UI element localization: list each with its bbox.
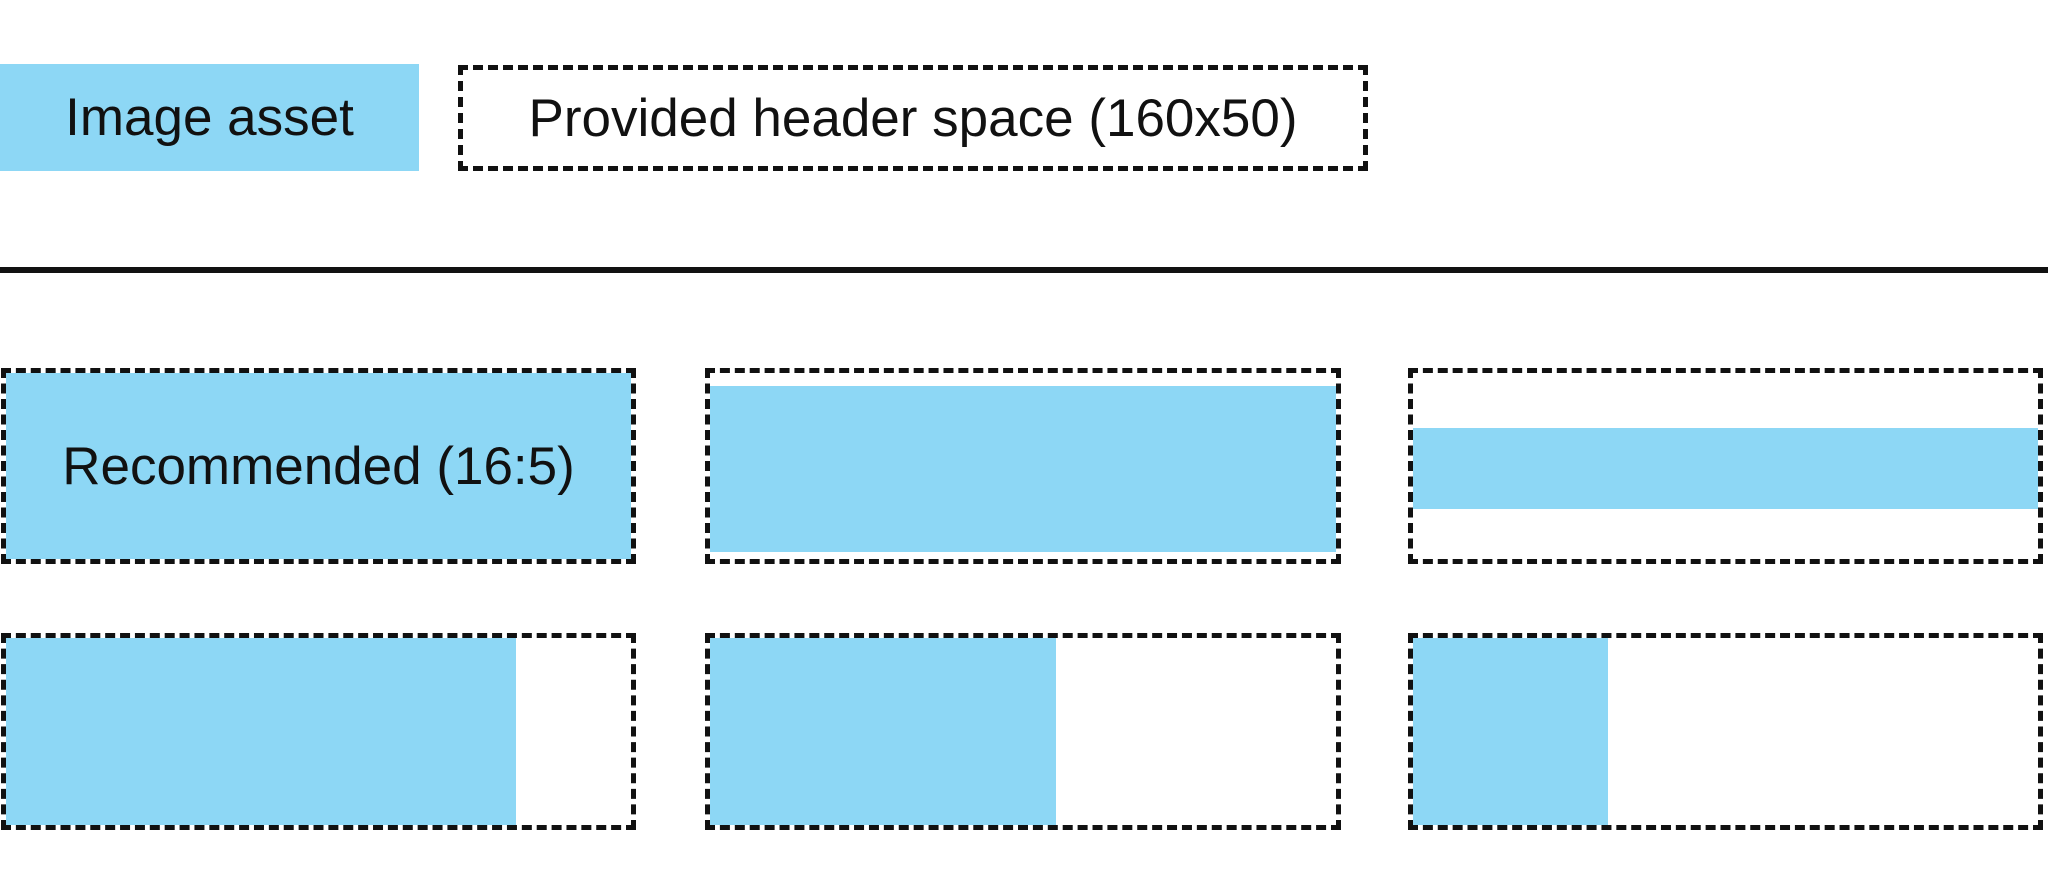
tile-taller-asset: [705, 633, 1341, 830]
image-asset-swatch: Image asset: [0, 64, 419, 171]
asset-fill: [1413, 428, 2038, 509]
asset-fill: [6, 373, 631, 559]
asset-fill: [710, 638, 1057, 825]
tile-tallest-asset: [1408, 633, 2043, 830]
tile-recommended-16-5: Recommended (16:5): [1, 368, 636, 564]
provided-header-space-box: Provided header space (160x50): [458, 65, 1368, 171]
horizontal-divider: [0, 267, 2048, 273]
asset-fill: [710, 386, 1336, 552]
recommended-label: Recommended (16:5): [62, 436, 575, 496]
asset-fill: [6, 638, 516, 825]
tile-tall-asset: [1, 633, 636, 830]
asset-fill: [1413, 638, 1608, 825]
image-asset-label: Image asset: [65, 88, 354, 147]
tile-wide-asset: [705, 368, 1341, 564]
tile-extra-wide-asset: [1408, 368, 2043, 564]
provided-header-space-label: Provided header space (160x50): [528, 88, 1298, 148]
